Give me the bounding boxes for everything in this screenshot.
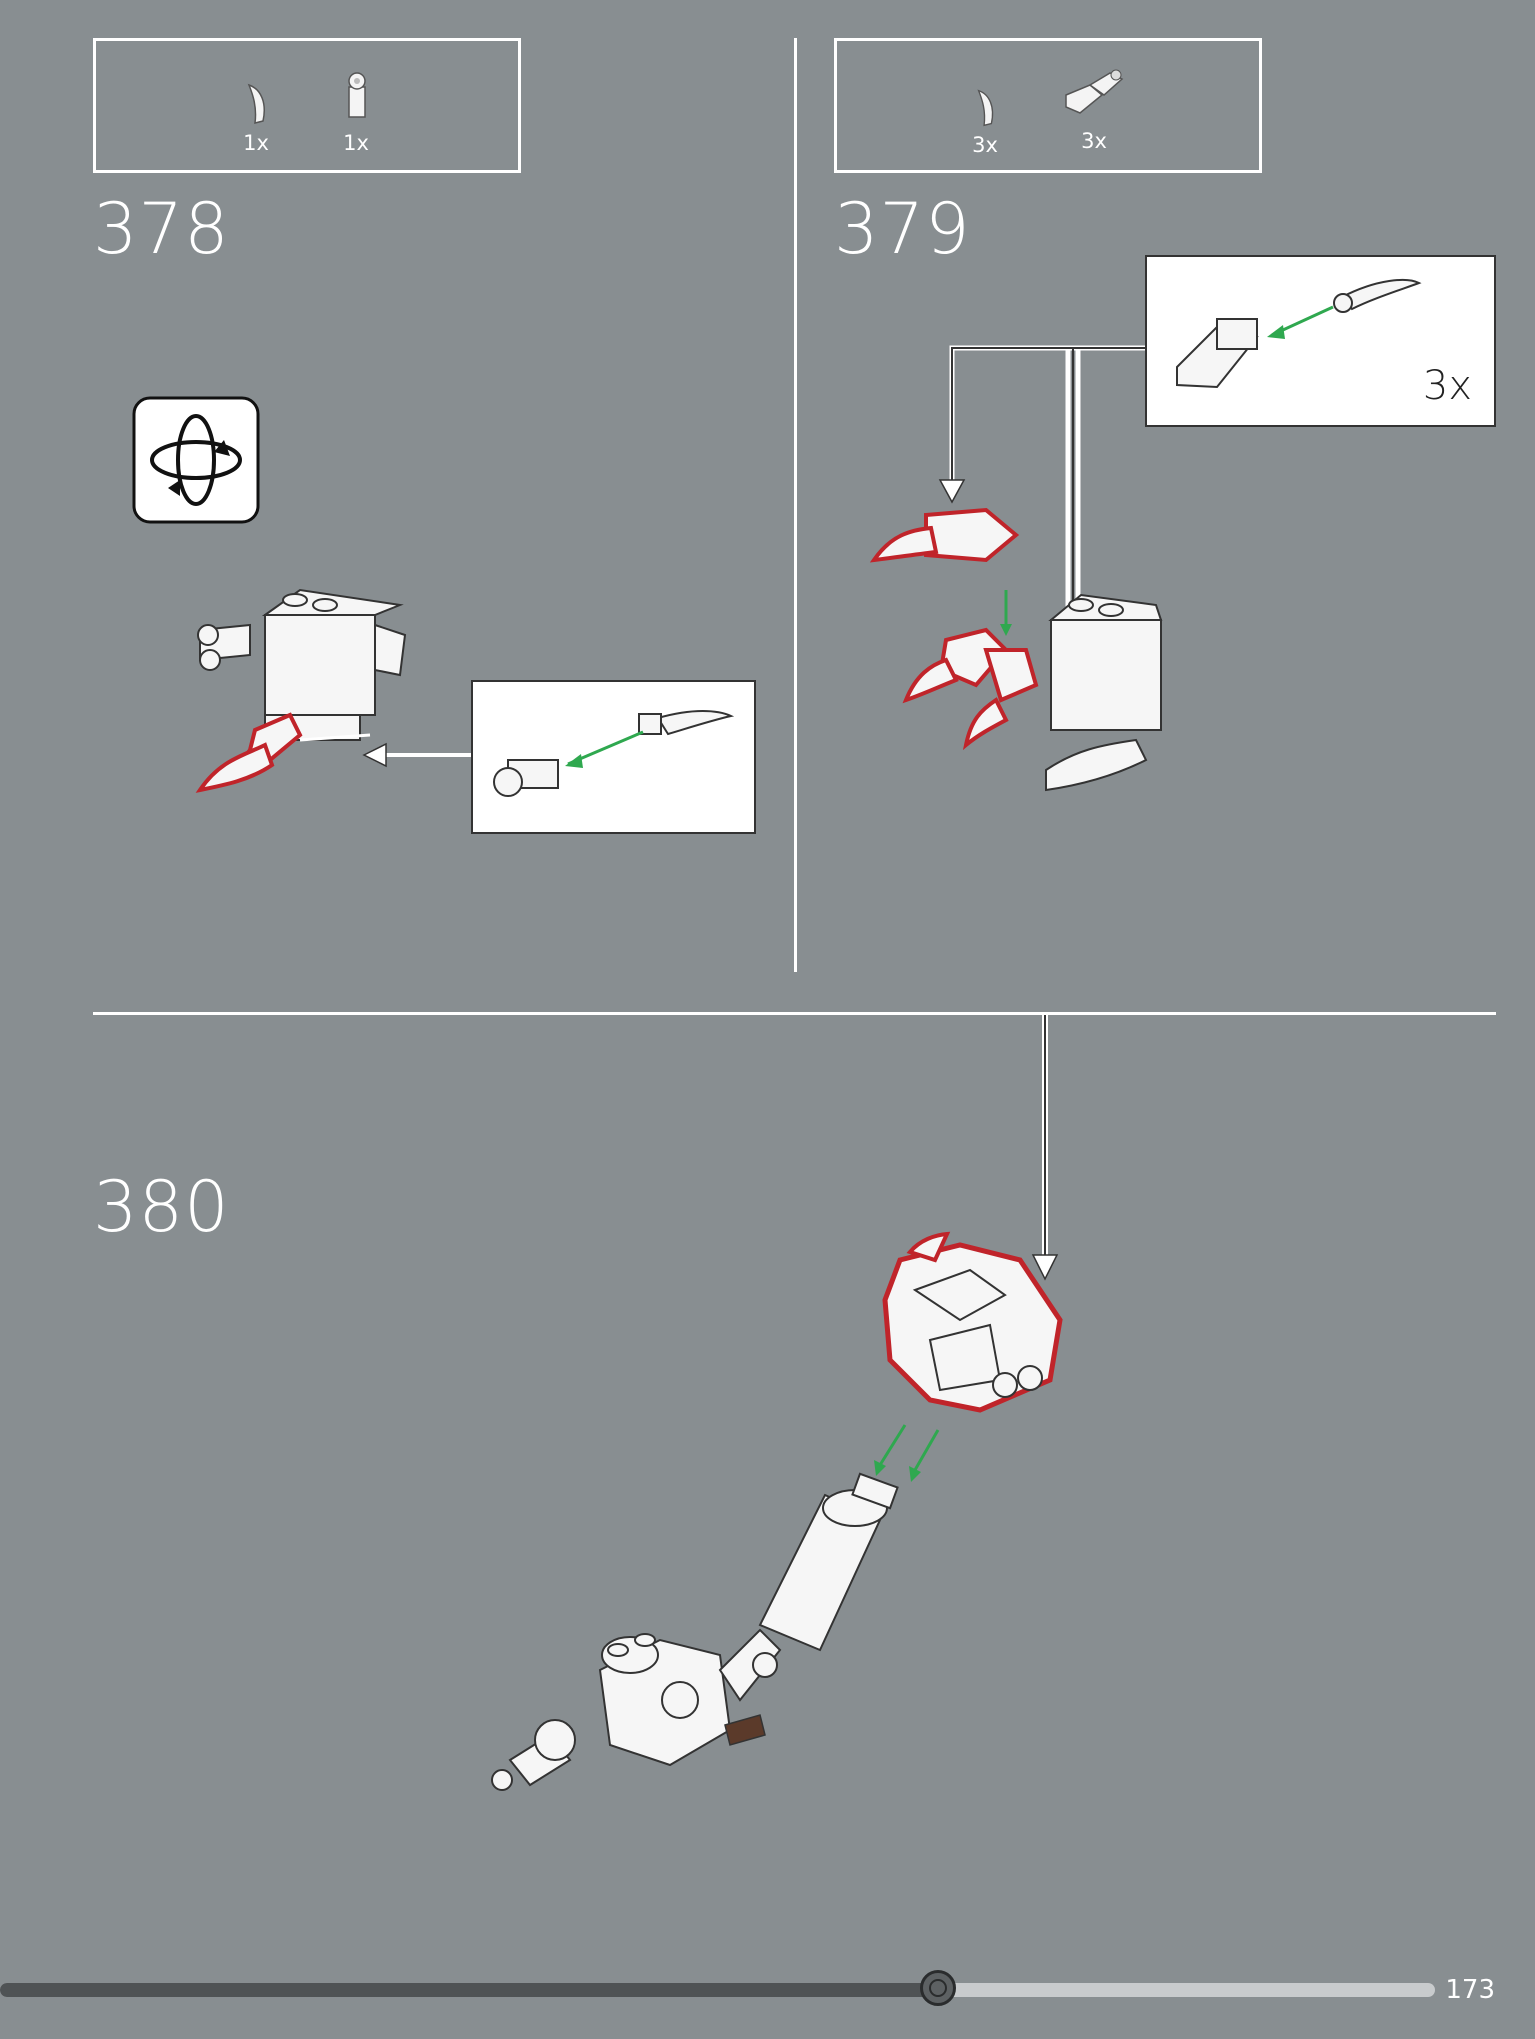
part-qty: 3x xyxy=(972,133,998,157)
sub-assembly-callout-379: 3x xyxy=(1145,255,1496,427)
sub-assembly-callout-378 xyxy=(471,680,756,834)
progress-fill xyxy=(0,1983,937,1997)
model-assembly-379 xyxy=(869,507,1163,792)
assembly-arrow xyxy=(362,742,480,768)
column-divider xyxy=(794,38,797,972)
callout-pointer xyxy=(938,345,1145,660)
part-item: 1x xyxy=(236,81,276,155)
page-number: 173 xyxy=(1445,1975,1495,2005)
callout-multiplier: 3x xyxy=(1422,363,1472,409)
part-item: 3x xyxy=(965,87,1005,157)
progress-handle xyxy=(920,1970,956,2006)
step-number: 378 xyxy=(93,188,230,270)
rotate-model-icon xyxy=(132,396,260,524)
claw-tooth-icon xyxy=(977,89,994,127)
model-assembly-378 xyxy=(195,588,407,793)
row-divider xyxy=(93,1012,1496,1015)
claw-tooth-icon xyxy=(247,83,265,124)
parts-list-379: 3x 3x xyxy=(834,38,1262,173)
step-number: 379 xyxy=(834,188,971,270)
part-item: 3x xyxy=(1059,65,1129,153)
callout-pointer xyxy=(1031,1015,1059,1281)
parts-list-378: 1x 1x xyxy=(93,38,521,173)
sub-assembly-diagram xyxy=(493,710,735,797)
part-item: 1x xyxy=(336,69,376,155)
clip-bar-icon xyxy=(348,72,366,118)
part-qty: 1x xyxy=(243,131,269,155)
part-qty: 1x xyxy=(343,131,369,155)
model-assembly-380 xyxy=(491,1231,1063,1791)
sub-assembly-diagram xyxy=(1176,278,1422,389)
step-number: 380 xyxy=(93,1166,230,1248)
clip-bracket-icon xyxy=(1065,69,1124,114)
part-qty: 3x xyxy=(1081,129,1107,153)
